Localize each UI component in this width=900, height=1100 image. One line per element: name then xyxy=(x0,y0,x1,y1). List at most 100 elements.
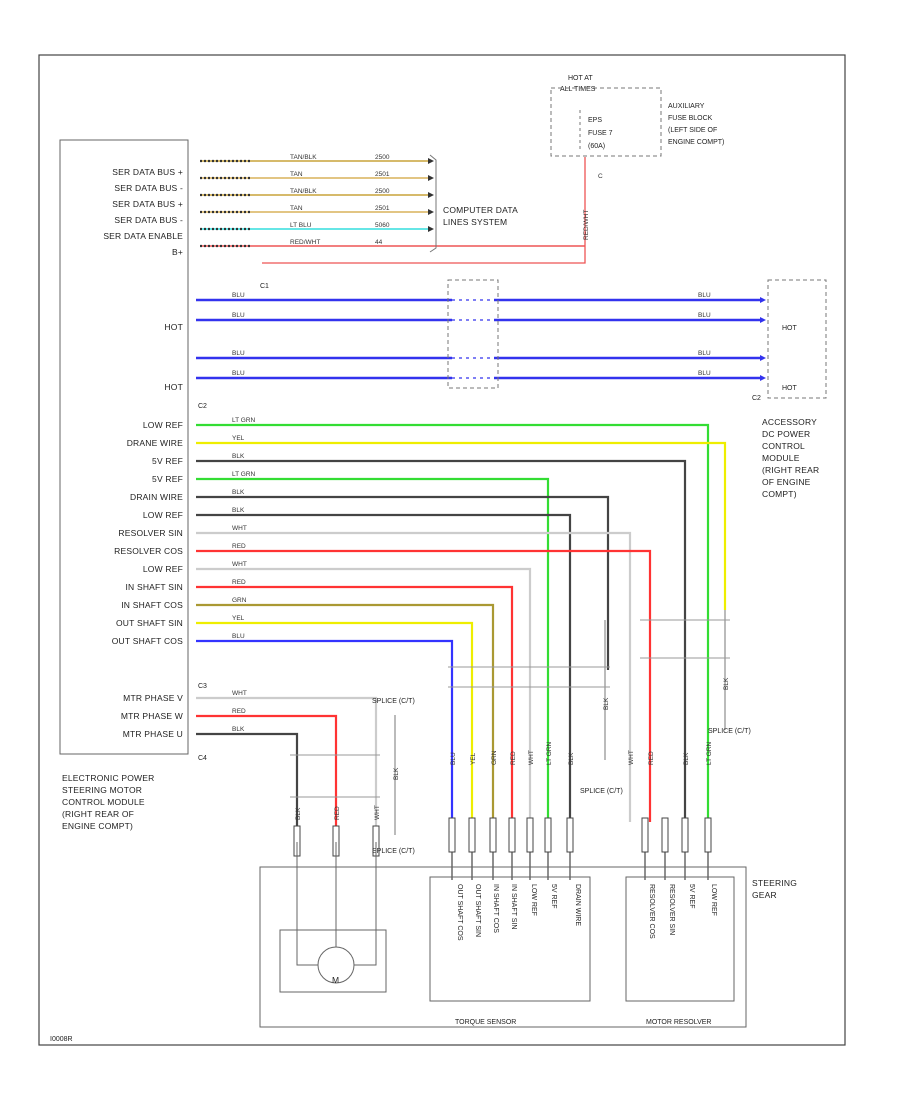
fuse-line-3: (60A) xyxy=(588,143,605,150)
sensor-wire-drop-label: WHT xyxy=(528,750,535,765)
eps-connector-c4: C4 xyxy=(198,755,207,762)
sensor-wire-drop-label: WHT xyxy=(628,750,635,765)
connector-terminal xyxy=(544,817,552,853)
power-wire-label: BLU xyxy=(698,312,711,319)
arrow-icon xyxy=(760,355,766,361)
fuse-location-4: ENGINE COMPT) xyxy=(668,139,724,146)
motor-wire-drop-label: RED xyxy=(334,806,341,820)
svg-text:BLK: BLK xyxy=(603,697,610,710)
fuse-line-2: FUSE 7 xyxy=(588,130,613,137)
eps-pin-label: OUT SHAFT COS xyxy=(112,636,183,646)
power-wire-label: BLU xyxy=(232,312,245,319)
power-wire-label: BLU xyxy=(698,292,711,299)
svg-text:CONTROL MODULE: CONTROL MODULE xyxy=(62,797,145,807)
motor-icon xyxy=(317,946,355,984)
eps-pin-label: SER DATA ENABLE xyxy=(103,231,183,241)
eps-pin-label: RESOLVER SIN xyxy=(118,528,183,538)
sensor-wire-label: GRN xyxy=(232,597,247,604)
data-wire-code: 2501 xyxy=(375,171,390,178)
arrow-icon xyxy=(760,375,766,381)
data-wire-color: TAN xyxy=(290,171,303,178)
sensor-wire-drop-label: RED xyxy=(510,751,517,765)
motor-box xyxy=(279,929,387,993)
fuse-line-1: EPS xyxy=(588,117,602,124)
connector-terminal xyxy=(508,817,516,853)
sensor-wire-label: BLK xyxy=(232,453,245,460)
motor-wire-label: RED xyxy=(232,708,246,715)
torque-pin-label: DRAIN WIRE xyxy=(574,884,581,926)
eps-hot-label: HOT xyxy=(164,382,183,392)
sensor-wire xyxy=(196,423,710,822)
eps-pin-label: LOW REF xyxy=(143,420,183,430)
fuse-location-2: FUSE BLOCK xyxy=(668,115,713,122)
sensor-wire xyxy=(196,585,514,822)
sensor-wire-label: WHT xyxy=(232,561,247,568)
sensor-wire-drop-label: LT GRN xyxy=(706,741,713,765)
motor-wire-drop-label: WHT xyxy=(374,805,381,820)
splice-labels: SPLICE (C/T) SPLICE (C/T) SPLICE (C/T) S… xyxy=(372,698,751,855)
computer-lines-label-1: COMPUTER DATA xyxy=(443,205,518,215)
data-wire-color: TAN/BLK xyxy=(290,154,317,161)
accessory-connector: C2 xyxy=(752,395,761,402)
power-wire-label: BLU xyxy=(698,350,711,357)
torque-pin-label: IN SHAFT COS xyxy=(492,884,499,933)
svg-text:SPLICE (C/T): SPLICE (C/T) xyxy=(372,848,415,855)
sensor-wire xyxy=(196,531,632,822)
sensor-wire xyxy=(196,441,727,610)
eps-pin-label: IN SHAFT COS xyxy=(121,600,183,610)
data-wire-code: 2501 xyxy=(375,205,390,212)
fuse-feed-wire xyxy=(262,157,586,264)
accessory-hot-1: HOT xyxy=(782,325,798,332)
data-wire-color: RED/WHT xyxy=(290,239,320,246)
sensor-wire-drop-label: RED xyxy=(648,751,655,765)
sensor-wire-label: RED xyxy=(232,543,246,550)
eps-pin-label: DRANE WIRE xyxy=(127,438,183,448)
svg-text:DC POWER: DC POWER xyxy=(762,429,810,439)
arrow-icon xyxy=(428,192,434,198)
eps-pin-label: RESOLVER COS xyxy=(114,546,183,556)
arrow-icon xyxy=(428,158,434,164)
connector-terminal xyxy=(489,817,497,853)
motor-wire-label: WHT xyxy=(232,690,247,697)
sensor-wire-label: BLU xyxy=(232,633,245,640)
steering-gear-label-2: GEAR xyxy=(752,890,777,900)
data-wire-color: TAN xyxy=(290,205,303,212)
fuse-location-1: AUXILIARY xyxy=(668,103,705,110)
svg-text:SPLICE (C/T): SPLICE (C/T) xyxy=(708,728,751,735)
arrow-icon xyxy=(760,317,766,323)
resolver-pin-label: RESOLVER COS xyxy=(648,884,655,939)
accessory-hot-2: HOT xyxy=(782,385,798,392)
eps-connector-c2: C2 xyxy=(198,403,207,410)
sensor-wire-label: BLK xyxy=(232,507,245,514)
motor-resolver-box xyxy=(625,876,735,1002)
data-wire-color: TAN/BLK xyxy=(290,188,317,195)
eps-phase-label: MTR PHASE U xyxy=(123,729,183,739)
eps-module-name: ELECTRONIC POWER STEERING MOTOR CONTROL … xyxy=(62,773,154,831)
sensor-wire xyxy=(196,513,572,822)
data-wire-code: 2500 xyxy=(375,154,390,161)
connector-terminal xyxy=(468,817,476,853)
torque-pin-label: LOW REF xyxy=(530,884,537,916)
sensor-wire-label: YEL xyxy=(232,435,245,442)
fuse-location-3: (LEFT SIDE OF xyxy=(668,127,717,134)
steering-gear-box xyxy=(259,866,747,1028)
connector-terminal xyxy=(681,817,689,853)
sensor-wire xyxy=(196,459,687,820)
eps-hot-label: HOT xyxy=(164,322,183,332)
eps-phase-label: MTR PHASE V xyxy=(123,693,183,703)
svg-text:BLK: BLK xyxy=(393,767,400,780)
power-wire-label: BLU xyxy=(698,370,711,377)
svg-text:COMPT): COMPT) xyxy=(762,489,797,499)
sensor-wire-label: LT GRN xyxy=(232,417,256,424)
motor-wire xyxy=(196,714,338,840)
footer-code: I0008R xyxy=(50,1036,73,1043)
eps-pin-label: SER DATA BUS + xyxy=(112,199,183,209)
svg-text:C: C xyxy=(598,173,603,180)
connector-terminal xyxy=(661,817,669,853)
svg-text:ELECTRONIC POWER: ELECTRONIC POWER xyxy=(62,773,154,783)
motor-wire xyxy=(196,732,299,840)
